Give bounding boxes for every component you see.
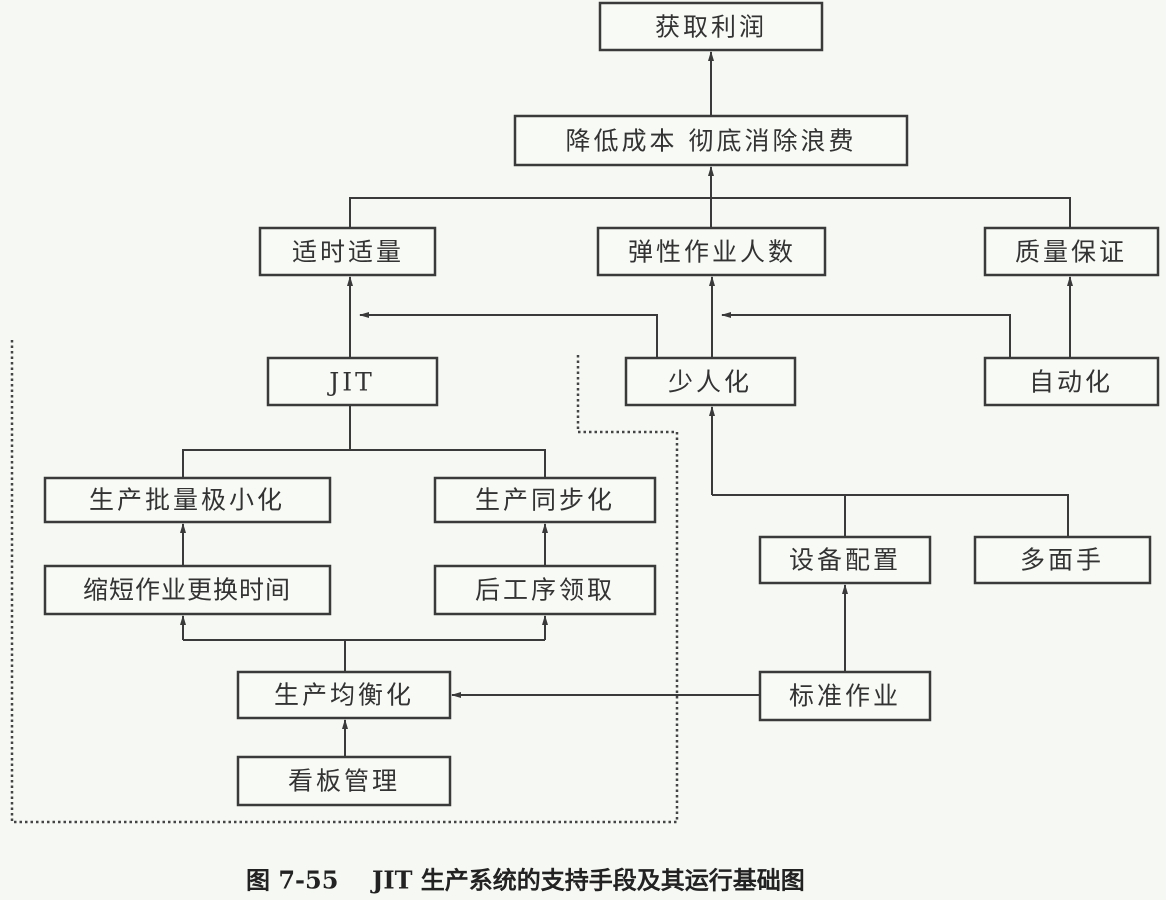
svg-text:缩短作业更换时间: 缩短作业更换时间: [83, 576, 291, 605]
svg-text:生产均衡化: 生产均衡化: [274, 681, 414, 710]
svg-text:多面手: 多面手: [1020, 546, 1104, 575]
node-multi-skill: 多面手: [973, 535, 1152, 585]
svg-text:看板管理: 看板管理: [288, 767, 400, 796]
node-right-time-qty: 适时适量: [258, 226, 437, 277]
node-reduce-cost: 降低成本 彻底消除浪费: [513, 114, 909, 167]
node-quality: 质量保证: [983, 226, 1160, 277]
svg-text:设备配置: 设备配置: [789, 546, 901, 575]
node-equipment-layout: 设备配置: [758, 535, 932, 585]
node-profit: 获取利润: [598, 1, 824, 52]
svg-text:后工序领取: 后工序领取: [475, 576, 615, 605]
node-automation: 自动化: [983, 356, 1160, 407]
svg-text:获取利润: 获取利润: [655, 13, 767, 42]
svg-text:降低成本 彻底消除浪费: 降低成本 彻底消除浪费: [566, 127, 857, 156]
svg-text:少人化: 少人化: [668, 368, 752, 397]
svg-text:自动化: 自动化: [1029, 368, 1113, 397]
node-kanban: 看板管理: [236, 755, 452, 807]
svg-text:弹性作业人数: 弹性作业人数: [628, 238, 796, 267]
connectors: [180, 51, 1073, 757]
svg-text:JIT: JIT: [326, 368, 375, 397]
node-fewer-people: 少人化: [624, 356, 797, 407]
node-flexible-staff: 弹性作业人数: [596, 226, 827, 277]
node-jit: JIT: [266, 356, 439, 407]
node-sync: 生产同步化: [433, 476, 657, 524]
node-pull: 后工序领取: [433, 564, 657, 616]
node-small-batch: 生产批量极小化: [43, 476, 332, 524]
node-short-changeover: 缩短作业更换时间: [43, 564, 332, 616]
svg-text:标准作业: 标准作业: [789, 682, 901, 711]
svg-text:适时适量: 适时适量: [292, 238, 404, 267]
node-standard-work: 标准作业: [758, 670, 932, 722]
figure-caption: JIT 生产系统的支持手段及其运行基础图: [370, 866, 805, 895]
svg-text:生产同步化: 生产同步化: [475, 486, 615, 515]
svg-text:质量保证: 质量保证: [1015, 238, 1127, 267]
node-leveling: 生产均衡化: [236, 670, 452, 720]
svg-text:生产批量极小化: 生产批量极小化: [89, 486, 285, 515]
figure-number: 图 7-55: [246, 866, 338, 895]
jit-region-border: [10, 340, 679, 824]
